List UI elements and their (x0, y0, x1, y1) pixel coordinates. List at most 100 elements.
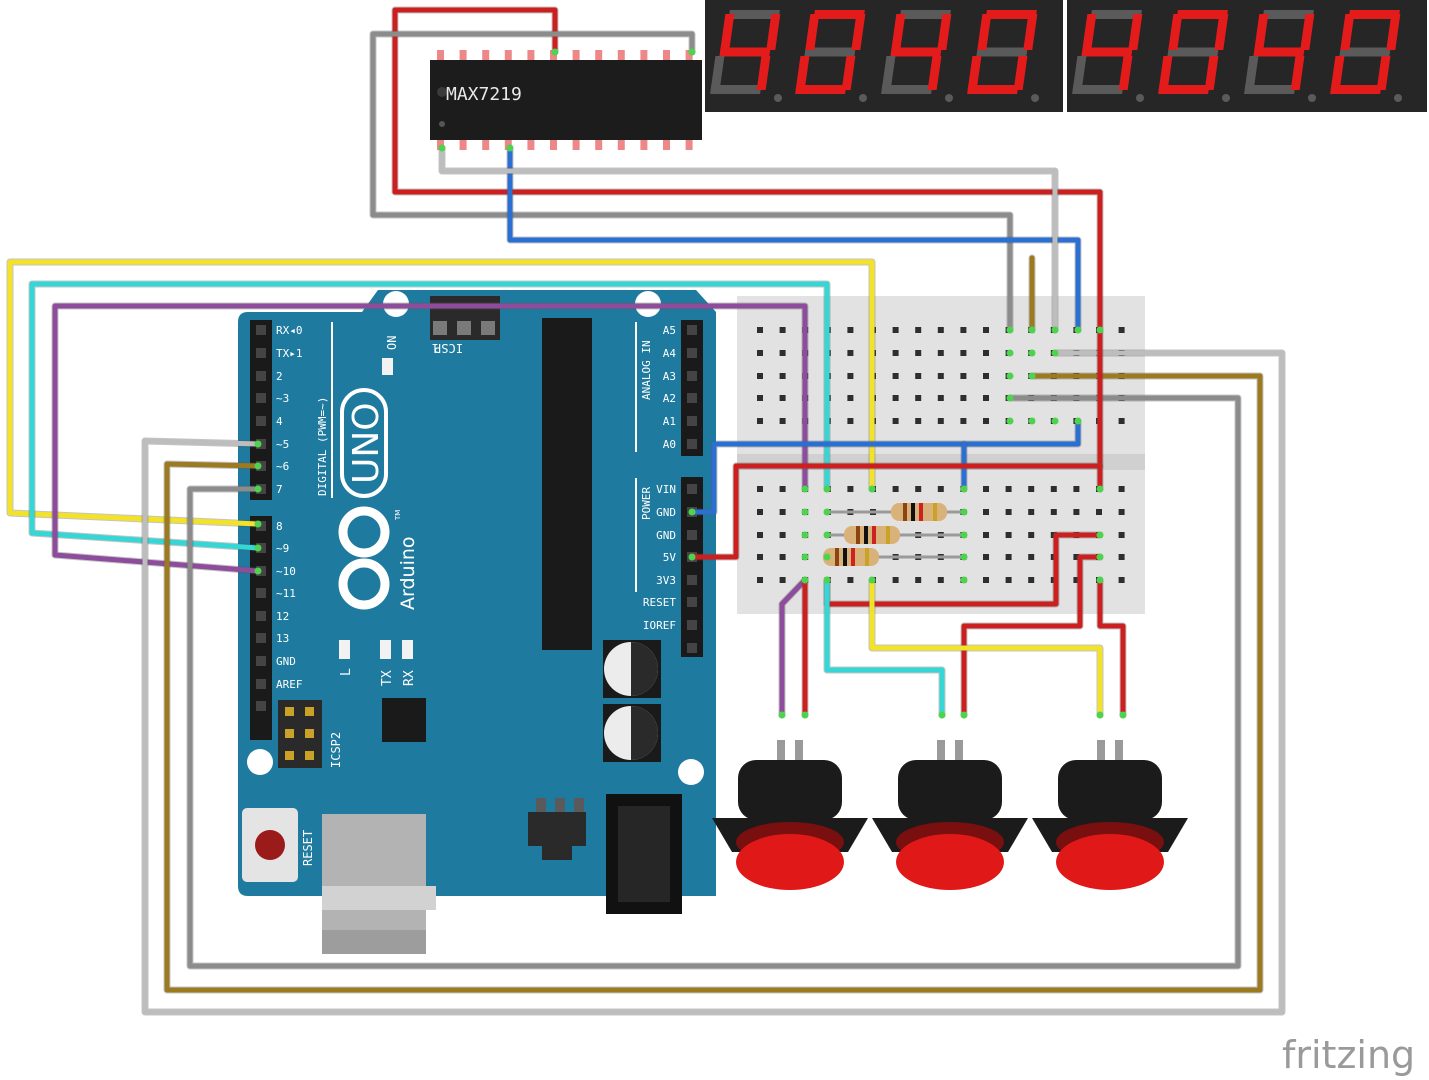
icsp-top-label: ICSP (434, 341, 463, 355)
header-pin (687, 530, 697, 540)
header-pin (687, 620, 697, 630)
digital-pin-label: 4 (276, 415, 283, 428)
connection-point (823, 553, 831, 561)
breadboard-hole (1118, 554, 1125, 560)
breadboard-hole (757, 509, 763, 515)
breadboard-hole (1073, 486, 1080, 492)
wire-gray-light[interactable] (439, 145, 1058, 333)
breadboard-hole (779, 395, 786, 401)
digital-pin-label: GND (276, 655, 296, 668)
push-button[interactable] (712, 740, 868, 890)
breadboard-hole (915, 577, 922, 583)
wire-yellow[interactable] (7, 259, 875, 527)
power-pin-label: 5V (663, 551, 677, 564)
connection-point (801, 531, 809, 539)
uno-logo-text: UNO (346, 402, 387, 484)
breadboard-hole (915, 373, 922, 379)
header-pin (256, 656, 266, 666)
header-pin (256, 701, 266, 711)
breadboard-hole (1073, 554, 1080, 560)
wire-blue[interactable] (689, 418, 1081, 515)
breadboard-hole (1118, 418, 1125, 424)
connection-point (1119, 711, 1127, 719)
wire-gray-light[interactable] (142, 350, 1285, 1015)
wire-cyan[interactable] (824, 577, 945, 718)
connection-point (1051, 326, 1059, 334)
connection-point (1096, 553, 1104, 561)
push-button-cap[interactable] (736, 834, 844, 890)
push-button-cap[interactable] (1056, 834, 1164, 890)
chip-pin (482, 140, 490, 150)
header-pin (687, 484, 697, 494)
breadboard-hole (1005, 486, 1012, 492)
plus-icon (354, 522, 374, 542)
connection-point (1028, 326, 1036, 334)
breadboard-hole (1028, 577, 1035, 583)
atmega-microcontroller (542, 318, 592, 650)
breadboard-hole (1118, 486, 1125, 492)
breadboard (737, 296, 1145, 614)
wire-blue[interactable] (507, 145, 1081, 333)
connection-point (1006, 372, 1014, 380)
wire-cyan[interactable] (29, 281, 830, 551)
header-pin (687, 597, 697, 607)
reset-button-cap[interactable] (255, 830, 285, 860)
breadboard-hole (937, 395, 944, 401)
push-button[interactable] (872, 740, 1028, 890)
chip-pin (504, 50, 512, 60)
wire-brown[interactable] (164, 373, 1263, 993)
breadboard-hole (892, 577, 899, 583)
breadboard-hole (757, 532, 763, 538)
icsp2-label: ICSP2 (329, 732, 343, 768)
connection-point (823, 508, 831, 516)
chip-pin (595, 50, 603, 60)
connection-point (960, 531, 968, 539)
wire-gray[interactable] (370, 31, 1013, 333)
breadboard-hole (937, 373, 944, 379)
digital-pin-label: 7 (276, 483, 283, 496)
breadboard-hole (757, 395, 763, 401)
wire-gray[interactable] (187, 395, 1241, 969)
chip-pin (685, 50, 693, 60)
breadboard-hole (1050, 486, 1057, 492)
header-pin (256, 416, 266, 426)
digital-pin-label: AREF (276, 678, 303, 691)
breadboard-hole (1118, 532, 1125, 538)
connection-point (960, 576, 968, 584)
breadboard-hole (960, 373, 967, 379)
breadboard-hole (937, 486, 944, 492)
breadboard-hole (1028, 509, 1035, 515)
header-pin (687, 575, 697, 585)
digital-header-label: DIGITAL (PWM=~) (316, 397, 329, 496)
connection-point (868, 576, 876, 584)
wire-red[interactable] (1097, 577, 1126, 718)
chip-pin (550, 140, 557, 150)
analog-pin-label: A2 (663, 392, 676, 405)
uno-logo-frame (340, 388, 388, 498)
power-header (681, 477, 703, 657)
push-button-cap[interactable] (896, 834, 1004, 890)
wire-purple[interactable] (52, 303, 808, 574)
push-button[interactable] (1032, 740, 1188, 890)
chip-pin (527, 140, 535, 150)
reset-label: RESET (301, 830, 315, 866)
wire-red[interactable] (961, 554, 1103, 718)
breadboard-hole (779, 418, 786, 424)
wire-red[interactable] (689, 327, 1103, 560)
connection-point (438, 144, 446, 152)
header-pin (256, 348, 266, 358)
arduino-brand-label: Arduino (397, 536, 419, 610)
wire-yellow[interactable] (869, 577, 1103, 718)
connection-point (1096, 485, 1104, 493)
breadboard-hole (892, 350, 899, 356)
wire-red[interactable] (392, 7, 1103, 333)
connection-point (688, 553, 696, 561)
header-pin (256, 371, 266, 381)
wire-purple[interactable] (779, 577, 808, 718)
breadboard-hole (779, 509, 786, 515)
analog-pin-label: A0 (663, 438, 676, 451)
breadboard-hole (847, 577, 854, 583)
digital-pin-label: ~3 (276, 392, 289, 405)
on-led-label: ON (385, 336, 399, 350)
breadboard-hole (915, 395, 922, 401)
